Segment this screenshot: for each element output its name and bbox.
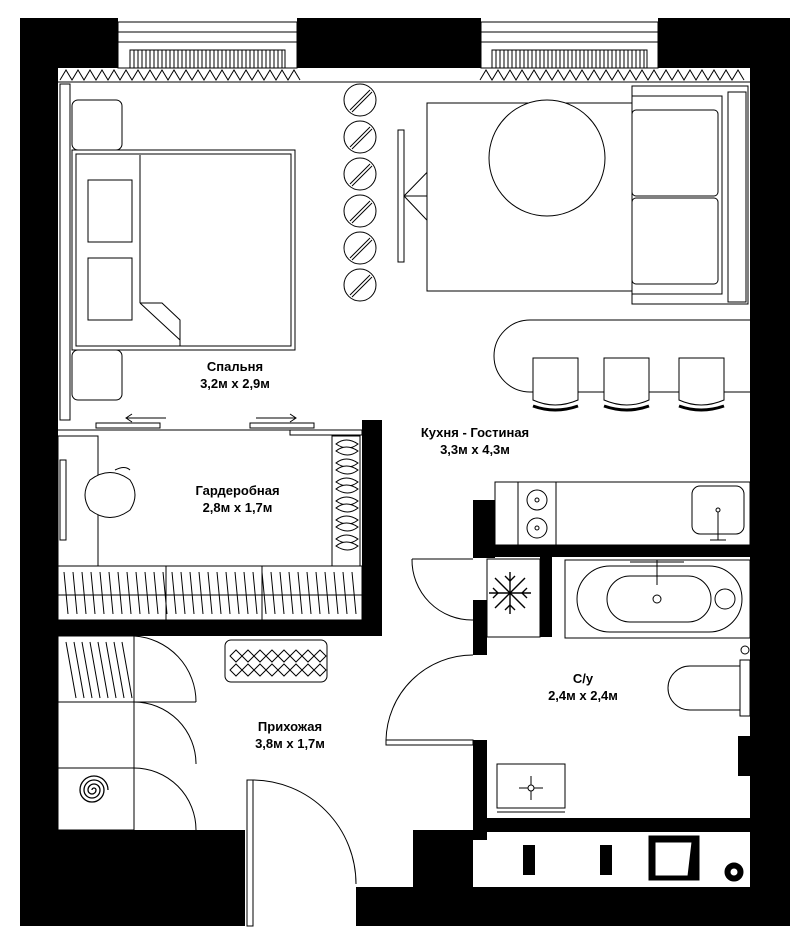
radiator-fins xyxy=(133,50,645,68)
partition-screens xyxy=(343,83,377,302)
room-dimensions: 3,3м х 4,3м xyxy=(440,442,510,457)
room-name: С/у xyxy=(572,671,594,686)
curtain-line xyxy=(59,69,301,81)
room-name: Спальня xyxy=(206,359,264,374)
room-dimensions: 3,2м х 2,9м xyxy=(200,376,270,391)
room-name: Прихожая xyxy=(257,719,323,734)
bedroom-furniture xyxy=(59,83,296,421)
bathroom-fixtures xyxy=(385,559,751,882)
room-label-wardrobe: Гардеробная 2,8м х 1,7м xyxy=(180,482,295,516)
fridge xyxy=(411,558,541,638)
room-dimensions: 2,4м х 2,4м xyxy=(548,688,618,703)
closet-hangers xyxy=(63,571,357,615)
kitchen-cabinets xyxy=(494,481,751,546)
room-label-hallway: Прихожая 3,8м х 1,7м xyxy=(238,718,342,752)
rug-pattern xyxy=(229,649,327,677)
shoe-rack xyxy=(335,439,359,551)
room-label-bathroom: С/у 2,4м х 2,4м xyxy=(535,670,631,704)
room-label-kitchen: Кухня - Гостиная 3,3м х 4,3м xyxy=(400,424,550,458)
room-label-bedroom: Спальня 3,2м х 2,9м xyxy=(190,358,280,392)
snowflake-icon xyxy=(489,572,531,614)
spiral-icon xyxy=(79,775,109,803)
room-name: Гардеробная xyxy=(195,483,280,498)
walls xyxy=(20,18,790,926)
hall-hangers xyxy=(65,641,133,699)
room-dimensions: 2,8м х 1,7м xyxy=(202,500,273,515)
sliding-doors xyxy=(58,413,363,436)
room-dimensions: 3,8м х 1,7м xyxy=(255,736,325,751)
room-name: Кухня - Гостиная xyxy=(420,425,530,440)
living-furniture xyxy=(426,85,750,412)
curtain-line xyxy=(479,69,745,81)
